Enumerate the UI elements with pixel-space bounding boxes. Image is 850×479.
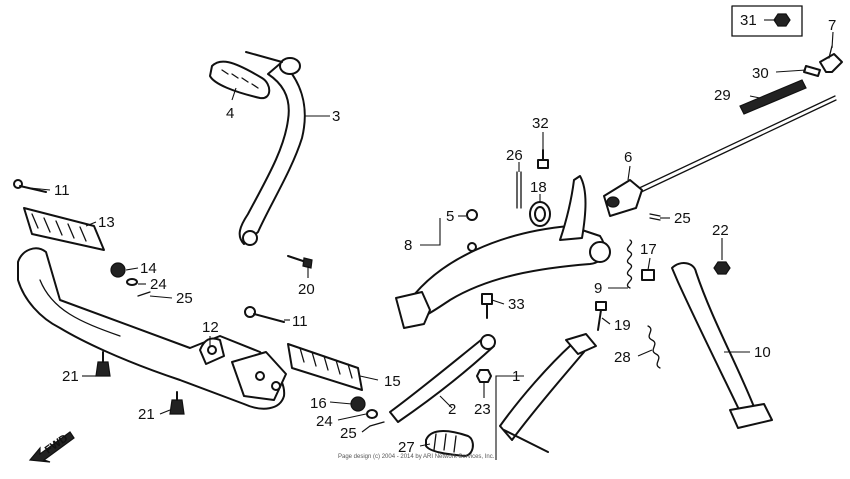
part-8-brake-pedal — [395, 175, 611, 329]
part-21-bolt-b — [169, 391, 185, 415]
part-25-pin-right — [369, 421, 385, 427]
callout-7: 7 — [828, 17, 836, 34]
callout-4: 4 — [226, 105, 234, 122]
callout-8: 8 — [404, 237, 412, 254]
part-33-bolt — [481, 293, 493, 319]
callout-29: 29 — [714, 87, 731, 104]
callout-33: 33 — [508, 296, 525, 313]
part-11-pin-upper — [13, 179, 47, 193]
part-32-bolt — [537, 149, 549, 169]
callout-23: 23 — [474, 401, 491, 418]
callout-26: 26 — [506, 147, 523, 164]
part-17-bolt — [641, 269, 655, 281]
callout-25-left: 25 — [176, 290, 193, 307]
part-9-spring — [626, 239, 633, 289]
callout-19: 19 — [614, 317, 631, 334]
callout-9: 9 — [594, 280, 602, 297]
callout-2: 2 — [448, 401, 456, 418]
callout-1: 1 — [512, 368, 520, 385]
callout-12: 12 — [202, 319, 219, 336]
callout-11-lower: 11 — [292, 313, 308, 330]
part-10-main-stand — [671, 262, 773, 429]
callout-31: 31 — [740, 12, 757, 29]
part-24-washer-right — [366, 409, 378, 419]
part-7-clip — [819, 45, 843, 73]
part-1-side-stand — [499, 333, 597, 453]
part-5-nipple — [466, 209, 478, 221]
callout-6: 6 — [624, 149, 632, 166]
part-19-bolt — [595, 301, 607, 331]
callout-3: 3 — [332, 108, 340, 125]
part-18-washer — [529, 201, 551, 227]
callout-21-a: 21 — [62, 368, 79, 385]
part-20-bolt — [287, 255, 313, 269]
part-21-bolt-a — [95, 351, 111, 377]
callout-16: 16 — [310, 395, 327, 412]
leader-lines — [29, 19, 834, 460]
callout-11-upper: 11 — [54, 182, 70, 199]
part-2-shift-lever — [389, 334, 496, 423]
part-26-cotter-pin — [516, 171, 522, 209]
part-25-pin-left — [137, 291, 151, 297]
callout-25-right: 25 — [340, 425, 357, 442]
copyright-notice: Page design (c) 2004 - 2014 by ARI Netwo… — [338, 454, 495, 460]
callout-14: 14 — [140, 260, 157, 277]
part-15-footpeg-right — [287, 343, 363, 391]
callout-17: 17 — [640, 241, 657, 258]
part-23-nut — [476, 369, 492, 383]
part-30-pin — [803, 65, 821, 77]
fwd-arrow-icon — [28, 431, 75, 463]
callout-15: 15 — [384, 373, 401, 390]
callout-22: 22 — [712, 222, 729, 239]
part-11-pin-lower — [244, 306, 285, 323]
callout-5: 5 — [446, 208, 454, 225]
callout-13: 13 — [98, 214, 115, 231]
part-3-kick-arm — [238, 51, 306, 246]
callout-30: 30 — [752, 65, 769, 82]
callout-21-b: 21 — [138, 406, 155, 423]
callout-32: 32 — [532, 115, 549, 132]
callout-20: 20 — [298, 281, 315, 298]
callout-25-upper: 25 — [674, 210, 691, 227]
part-24-washer-left — [126, 278, 138, 286]
callout-27: 27 — [398, 439, 415, 456]
part-13-footpeg-left — [23, 207, 105, 251]
part-22-nut — [713, 261, 731, 275]
part-14-spring — [110, 262, 126, 278]
callout-28: 28 — [614, 349, 631, 366]
callout-18: 18 — [530, 179, 547, 196]
part-25-pin-upper — [649, 213, 661, 221]
part-6-brake-rod — [603, 95, 837, 217]
part-29-spring — [739, 79, 807, 115]
callouts: 31 7 30 29 4 3 32 26 6 18 11 5 25 13 8 2… — [54, 12, 836, 456]
callout-10: 10 — [754, 344, 771, 361]
part-28-spring — [647, 325, 661, 369]
part-27-shift-rubber — [425, 430, 474, 457]
part-31-box — [731, 5, 803, 37]
callout-24-left: 24 — [150, 276, 167, 293]
part-16-spring — [350, 396, 366, 412]
part-4-kick-grip — [209, 60, 271, 100]
callout-24-right: 24 — [316, 413, 333, 430]
part-12-step-bar — [17, 247, 287, 410]
